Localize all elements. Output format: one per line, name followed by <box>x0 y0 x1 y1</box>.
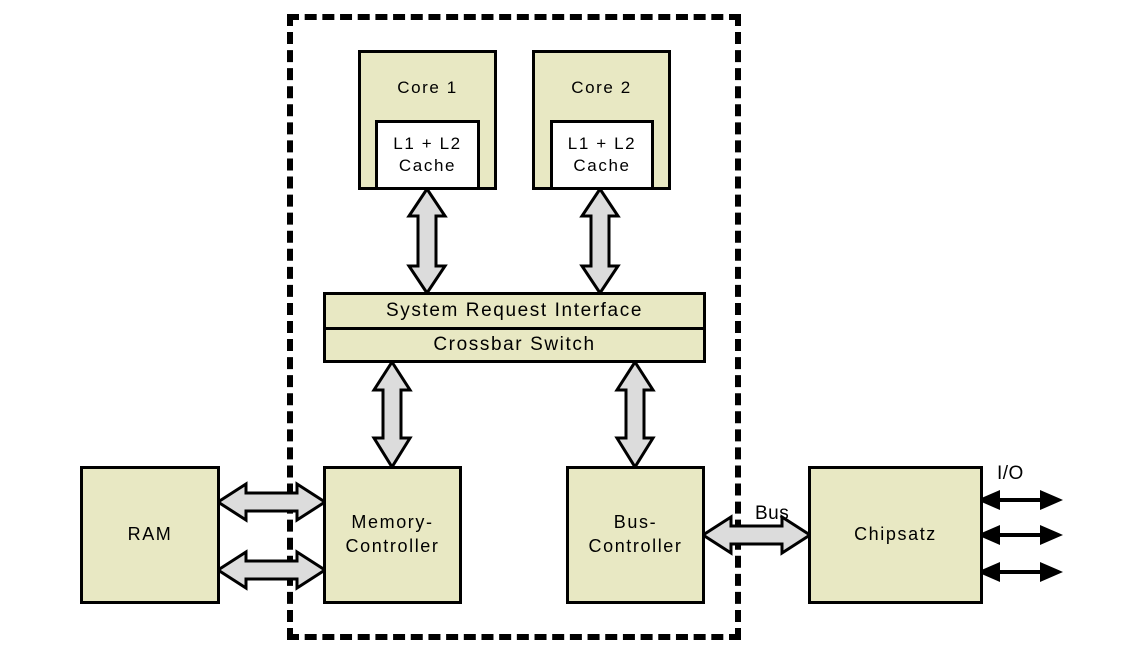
block-system-request-interface-label: System Request Interface <box>385 300 643 322</box>
block-crossbar-switch-label: Crossbar Switch <box>433 334 596 356</box>
block-core-2-label: Core 2 <box>571 78 632 97</box>
arrow-crossbar-to-bus-controller <box>614 359 656 470</box>
block-ram-label: RAM <box>127 524 173 545</box>
block-cache-core-1-label: L1 + L2 Cache <box>393 133 462 175</box>
io-label: I/O <box>997 463 1024 485</box>
block-cache-core-2[interactable]: L1 + L2 Cache <box>550 120 654 190</box>
arrow-cache2-to-sri <box>579 186 621 296</box>
arrow-ram-to-memory-controller-lower <box>215 549 328 591</box>
block-ram[interactable]: RAM <box>80 466 220 604</box>
block-core-1-label: Core 1 <box>397 78 458 97</box>
arrow-ram-to-memory-controller-upper <box>215 481 328 523</box>
block-system-request-interface[interactable]: System Request Interface <box>323 292 706 329</box>
block-crossbar-switch[interactable]: Crossbar Switch <box>323 328 706 363</box>
arrow-cache1-to-sri <box>406 186 448 296</box>
bus-connection-label-text: Bus <box>755 503 790 524</box>
block-cache-core-1[interactable]: L1 + L2 Cache <box>375 120 480 190</box>
arrow-crossbar-to-memory-controller <box>371 359 413 470</box>
block-bus-controller-label: Bus- Controller <box>588 512 683 556</box>
chipset-io-arrows <box>977 489 1063 583</box>
io-label-text: I/O <box>997 463 1024 484</box>
block-memory-controller-label: Memory- Controller <box>345 512 440 556</box>
block-chipset[interactable]: Chipsatz <box>808 466 983 604</box>
bus-connection-label: Bus <box>755 503 789 525</box>
block-memory-controller[interactable]: Memory- Controller <box>323 466 462 604</box>
block-cache-core-2-label: L1 + L2 Cache <box>567 133 637 175</box>
block-bus-controller[interactable]: Bus- Controller <box>566 466 705 604</box>
block-chipset-label: Chipsatz <box>854 524 937 545</box>
